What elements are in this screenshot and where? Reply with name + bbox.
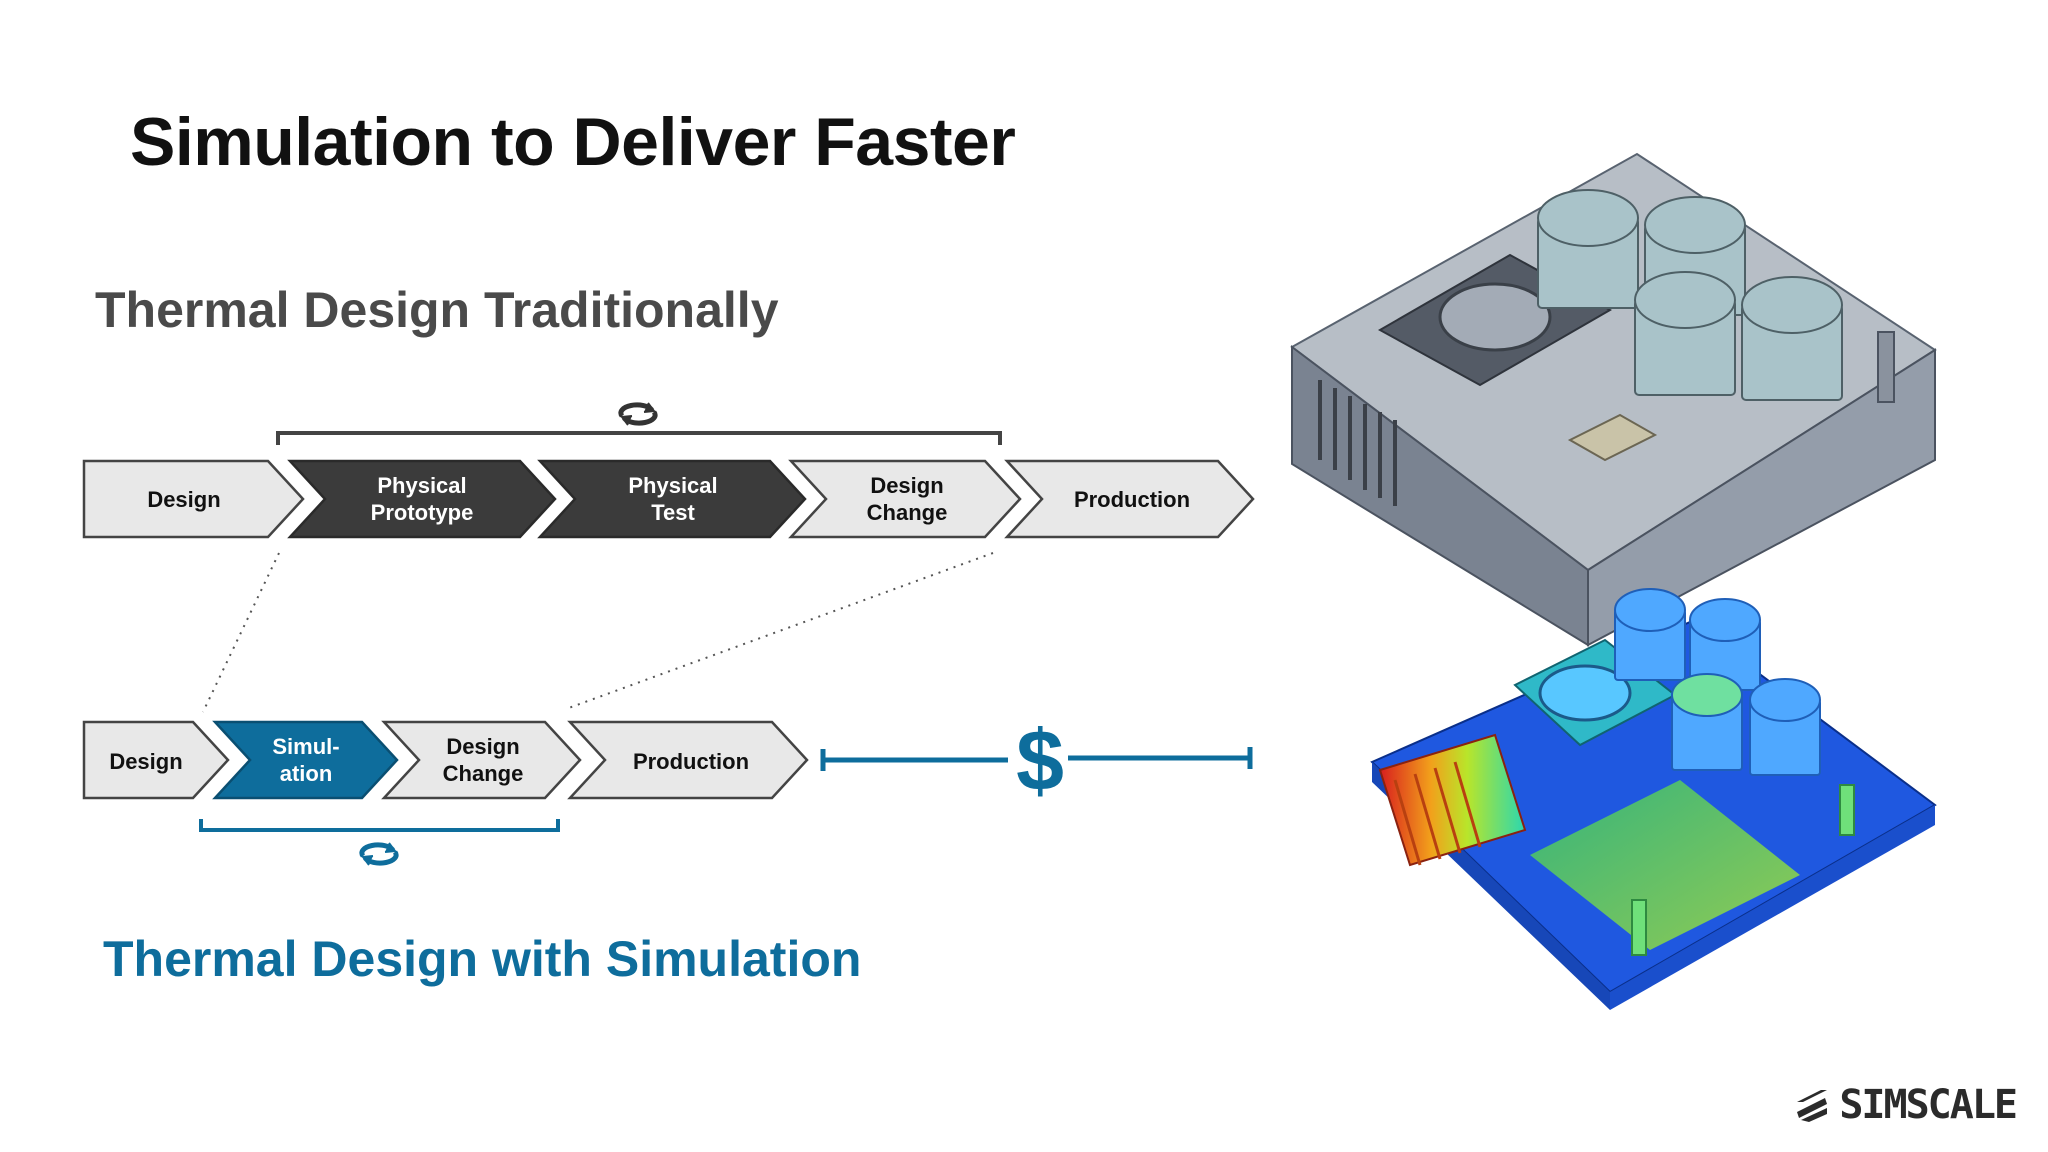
model-illustrations: [1290, 152, 1937, 1010]
traditional-step-4: Design Change: [788, 459, 1022, 539]
step-label-line1: Production: [1074, 487, 1190, 512]
simulation-step-4: Production: [567, 720, 809, 800]
simulation-step-3: Design Change: [381, 720, 582, 800]
simscale-logo-icon: [1797, 1090, 1828, 1122]
simulation-step-1: Design: [82, 720, 230, 800]
step-label-line1: Design: [870, 473, 943, 498]
step-label-line1: Design: [446, 734, 519, 759]
savings-dollar-sign: $: [1016, 713, 1064, 809]
step-label-line1: Simul-: [272, 734, 339, 759]
step-label-line2: Change: [867, 500, 948, 525]
cycle-bracket-traditional: [276, 431, 1002, 445]
cad-enclosure-model: [1290, 152, 1937, 647]
step-label-line1: Production: [633, 749, 749, 774]
slide-title: Simulation to Deliver Faster: [130, 104, 1016, 180]
savings-span: [820, 747, 1253, 771]
cycle-arrows-icon: [359, 842, 399, 866]
step-label-line1: Design: [109, 749, 182, 774]
cycle-bracket-simulation: [199, 819, 560, 832]
step-label-line1: Physical: [628, 473, 717, 498]
traditional-step-1: Design: [82, 459, 305, 539]
brand-logo: SIMSCALE: [1795, 1082, 2018, 1128]
step-label-line2: Test: [651, 500, 695, 525]
step-label-line2: Prototype: [371, 500, 474, 525]
process-diagram: Design Physical Prototype Physical Test …: [82, 402, 1255, 866]
step-label-line1: Physical: [377, 473, 466, 498]
heading-traditional: Thermal Design Traditionally: [95, 282, 779, 338]
brand-name: SIMSCALE: [1839, 1082, 2018, 1128]
cycle-arrows-icon: [618, 402, 658, 426]
step-label-line2: Change: [443, 761, 524, 786]
step-label-line2: ation: [280, 761, 333, 786]
projection-line-right: [565, 552, 994, 710]
traditional-step-5: Production: [1004, 459, 1255, 539]
heading-simulation: Thermal Design with Simulation: [103, 931, 862, 987]
traditional-step-2: Physical Prototype: [287, 459, 557, 539]
simulation-step-2: Simul- ation: [212, 720, 399, 800]
step-label-line1: Design: [147, 487, 220, 512]
cfd-thermal-model: [1370, 588, 1937, 1010]
projection-line-left: [202, 552, 280, 713]
traditional-step-3: Physical Test: [537, 459, 807, 539]
